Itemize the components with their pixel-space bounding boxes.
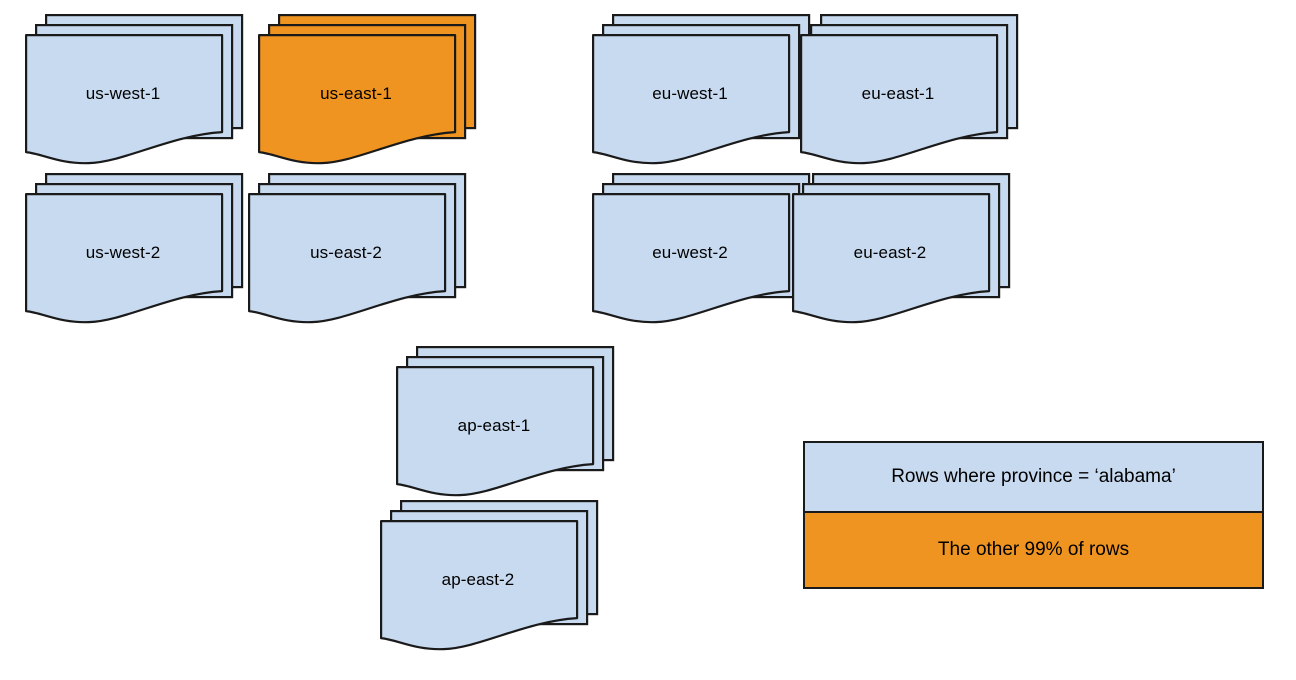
shard-stack-eu-west-1[interactable]: eu-west-1 <box>592 14 811 174</box>
shard-stack-us-west-1[interactable]: us-west-1 <box>25 14 244 174</box>
shard-sheet-front <box>248 193 447 324</box>
shard-stack-ap-east-1[interactable]: ap-east-1 <box>396 346 615 506</box>
shard-stack-us-east-2[interactable]: us-east-2 <box>248 173 467 333</box>
shard-sheet-front <box>380 520 579 651</box>
shard-stack-eu-west-2[interactable]: eu-west-2 <box>592 173 811 333</box>
legend-label-cold: Rows where province = ‘alabama’ <box>891 466 1176 487</box>
shard-sheet-front <box>25 193 224 324</box>
shard-stack-us-east-1[interactable]: us-east-1 <box>258 14 477 174</box>
shard-stack-ap-east-2[interactable]: ap-east-2 <box>380 500 599 660</box>
shard-stack-eu-east-2[interactable]: eu-east-2 <box>792 173 1011 333</box>
legend-box: Rows where province = ‘alabama’ The othe… <box>803 441 1264 589</box>
shard-sheet-front <box>258 34 457 165</box>
legend-label-hot: The other 99% of rows <box>937 539 1130 560</box>
shard-sheet-front <box>592 34 791 165</box>
legend-row-cold: Rows where province = ‘alabama’ <box>805 443 1262 513</box>
legend-row-hot: The other 99% of rows <box>805 513 1262 587</box>
shard-sheet-front <box>25 34 224 165</box>
shard-sheet-front <box>592 193 791 324</box>
shard-sheet-front <box>800 34 999 165</box>
shard-stack-eu-east-1[interactable]: eu-east-1 <box>800 14 1019 174</box>
shard-stack-us-west-2[interactable]: us-west-2 <box>25 173 244 333</box>
shard-sheet-front <box>396 366 595 497</box>
shard-sheet-front <box>792 193 991 324</box>
